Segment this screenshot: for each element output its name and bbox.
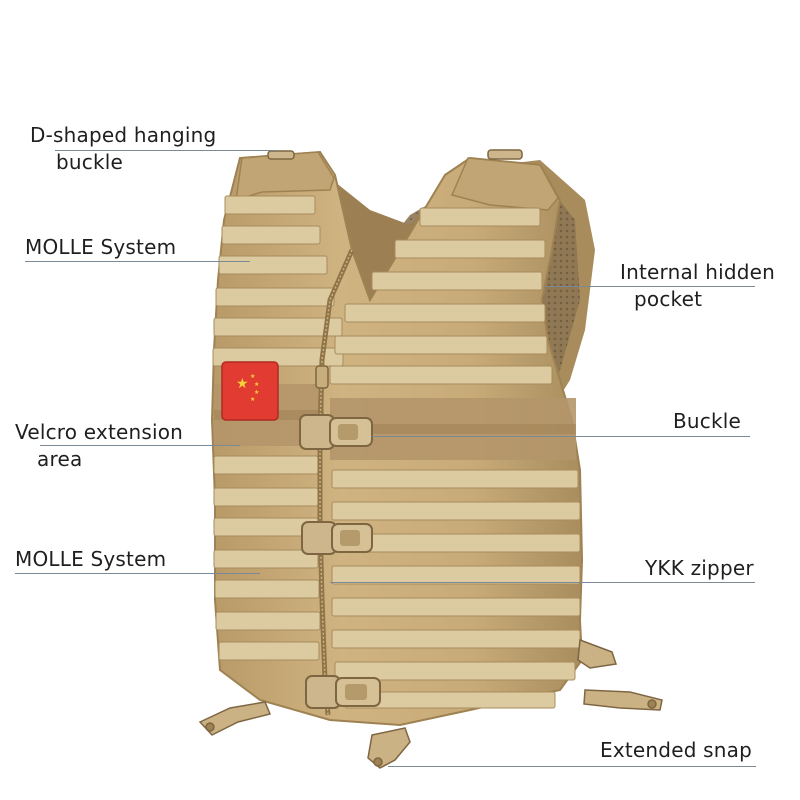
label-zipper-line1: YKK zipper	[645, 556, 754, 580]
label-buckle-line1: Buckle	[673, 409, 742, 433]
label-hidden-pocket-line2: pocket	[634, 287, 703, 311]
svg-text:★: ★	[254, 389, 259, 396]
label-snap: Extended snap	[600, 737, 752, 764]
d-ring-left	[267, 150, 295, 160]
label-velcro-line1: Velcro extension	[15, 420, 184, 444]
label-molle-lower: MOLLE System	[15, 546, 166, 573]
label-buckle: Buckle	[673, 408, 741, 435]
d-ring-right	[487, 149, 523, 160]
label-molle-upper: MOLLE System	[25, 234, 176, 261]
svg-text:★: ★	[250, 396, 255, 403]
label-velcro: Velcro extension area	[15, 419, 183, 473]
right-shoulder-strap	[450, 157, 559, 211]
label-d-ring-line2: buckle	[56, 150, 124, 174]
molle-webbing-left	[212, 195, 344, 661]
leader-hidden-pocket	[545, 286, 755, 287]
extended-snaps	[198, 638, 663, 769]
svg-text:★: ★	[254, 381, 259, 388]
leader-molle-lower	[15, 573, 260, 574]
buckle-top	[299, 414, 373, 450]
svg-text:★: ★	[250, 373, 255, 380]
svg-text:★: ★	[236, 376, 249, 392]
buckle-middle	[301, 521, 373, 555]
label-d-ring-line1: D-shaped hanging	[30, 123, 217, 147]
label-molle-upper-line1: MOLLE System	[25, 235, 177, 259]
leader-snap	[388, 766, 756, 767]
leader-d-ring	[55, 150, 277, 151]
leader-molle-upper	[25, 261, 250, 262]
flag-patch: ★ ★ ★ ★ ★	[221, 361, 279, 421]
molle-webbing-right	[329, 207, 581, 709]
zipper-pull	[315, 365, 329, 389]
label-hidden-pocket-line1: Internal hidden	[620, 260, 776, 284]
label-zipper: YKK zipper	[645, 555, 754, 582]
leader-velcro	[40, 445, 240, 446]
buckle-bottom	[305, 675, 381, 709]
label-molle-lower-line1: MOLLE System	[15, 547, 167, 571]
label-d-ring: D-shaped hanging buckle	[30, 122, 216, 176]
label-hidden-pocket: Internal hidden pocket	[620, 259, 775, 313]
leader-zipper	[330, 582, 755, 583]
leader-buckle	[372, 436, 750, 437]
label-snap-line1: Extended snap	[600, 738, 752, 762]
label-velcro-line2: area	[37, 447, 83, 471]
